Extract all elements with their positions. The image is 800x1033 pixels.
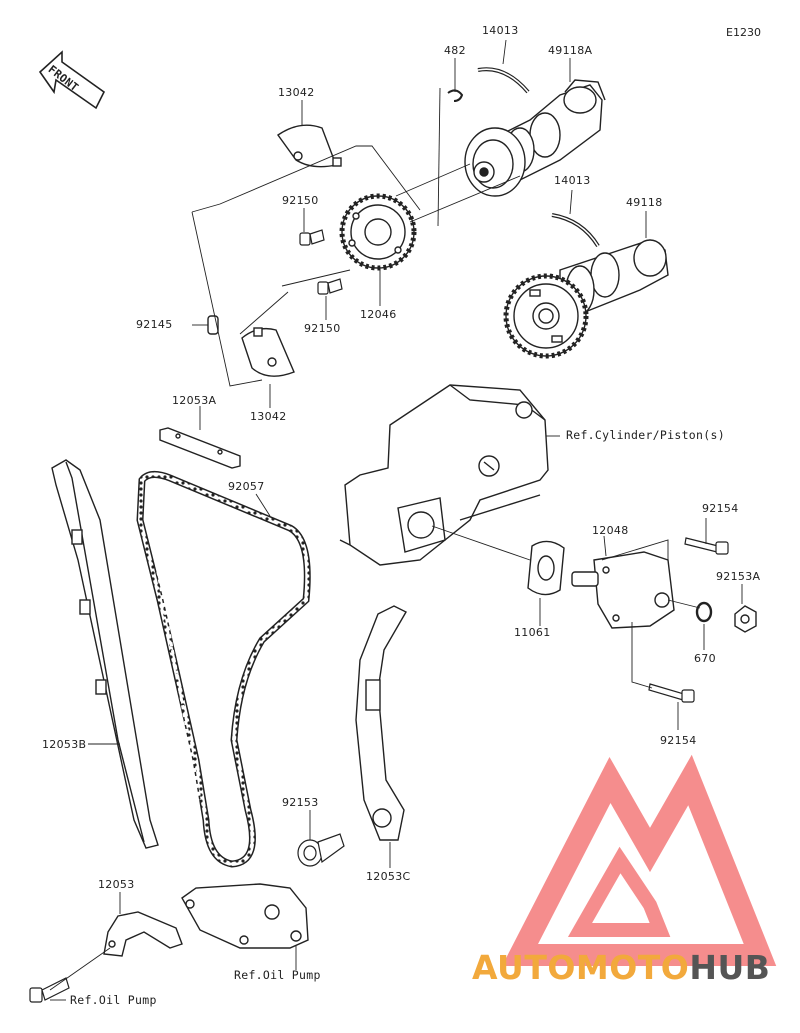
nut-92153A [734,605,757,633]
watermark-logo [501,754,777,966]
gasket-11061 [527,540,565,596]
bolt-92154-bottom [648,683,695,703]
watermark-text: AUTOMOTOHUB [472,948,770,987]
label-92154-bottom: 92154 [660,734,697,747]
camshaft-49118A [464,79,606,197]
label-ref-oil-pump-2: Ref.Oil Pump [70,993,157,1007]
label-13042-bottom: 13042 [250,410,287,423]
oring-670 [695,601,713,623]
watermark-part1: AUTOMOTO [472,948,690,987]
label-92153: 92153 [282,796,319,809]
oil-pump-bracket [181,883,309,949]
guide-12053C [355,605,407,841]
bolt-oil-pump [29,977,70,1003]
leader-lines [49,39,743,1001]
sprocket-12046 [341,195,415,269]
label-12046: 12046 [360,308,397,321]
guide-12053A [159,427,241,469]
label-12048: 12048 [592,524,629,537]
camshaft-49118 [505,239,669,357]
label-ref-oil-pump-1: Ref.Oil Pump [234,968,321,982]
weight-13042-top [277,124,342,168]
bolt-92150-a [299,229,325,246]
bolt-92154-top [684,537,729,555]
label-92057: 92057 [228,480,265,493]
label-92154-top: 92154 [702,502,739,515]
watermark-part2: HUB [689,948,771,987]
label-92145: 92145 [136,318,173,331]
label-14013-top: 14013 [482,24,519,37]
label-49118A: 49118A [548,44,593,57]
label-92150-b: 92150 [304,322,341,335]
label-92150-a: 92150 [282,194,319,207]
label-11061: 11061 [514,626,551,639]
bolt-92153 [297,833,345,867]
chain-92057 [136,471,311,868]
guide-12053B [51,459,159,849]
bolt-92150-b [317,278,343,295]
label-12053C: 12053C [366,870,411,883]
label-12053: 12053 [98,878,135,891]
diagram-code: E1230 [726,26,761,39]
label-482: 482 [444,44,466,57]
label-12053A: 12053A [172,394,217,407]
label-49118: 49118 [626,196,663,209]
weight-13042-bottom [241,327,295,377]
label-670: 670 [694,652,716,665]
label-92153A: 92153A [716,570,761,583]
front-arrow-icon [38,50,106,110]
cylinder [339,384,549,566]
label-13042-top: 13042 [278,86,315,99]
label-ref-cylinder: Ref.Cylinder/Piston(s) [566,428,725,442]
label-12053B: 12053B [42,738,87,751]
tensioner-12048 [571,551,675,629]
bracket-12053 [103,911,183,957]
label-14013-mid: 14013 [554,174,591,187]
